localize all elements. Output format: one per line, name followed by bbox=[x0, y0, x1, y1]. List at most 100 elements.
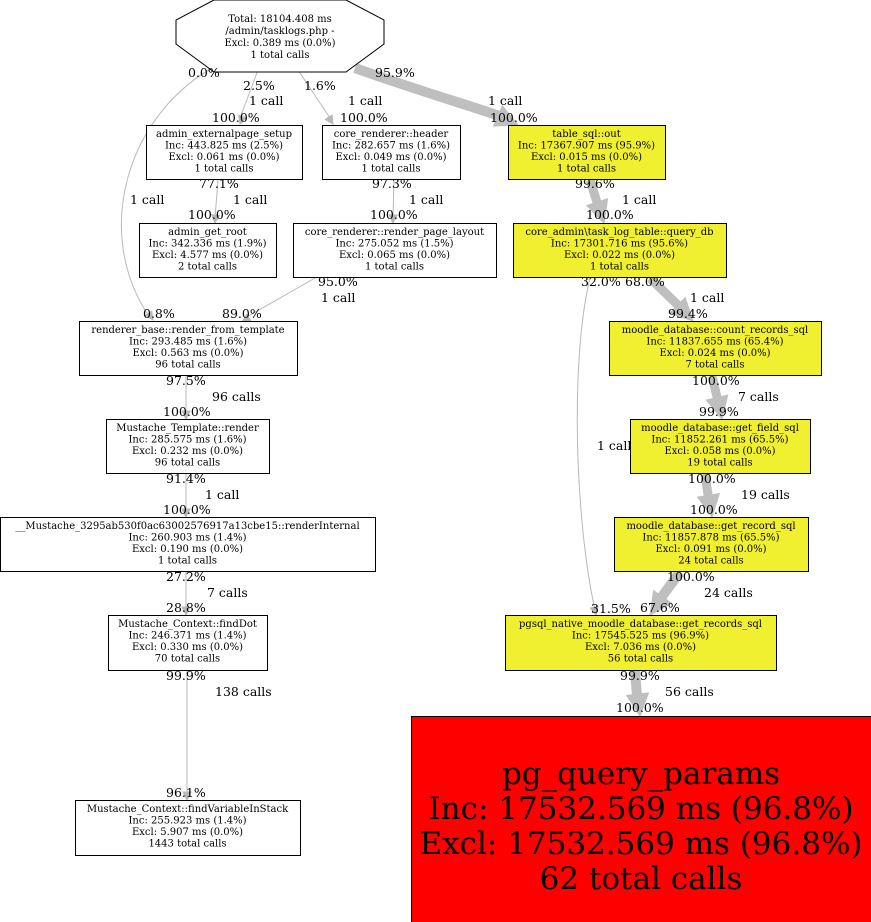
edge-calls-label: 24 calls bbox=[704, 585, 753, 600]
node-label-line: 2 total calls bbox=[178, 262, 237, 273]
node-pgsql[interactable]: pgsql_native_moodle_database::get_record… bbox=[505, 615, 777, 671]
edge-arrowhead bbox=[210, 214, 221, 225]
node-label-line: /admin/tasklogs.php - bbox=[225, 26, 334, 37]
edge-calls-label: 19 calls bbox=[741, 487, 790, 502]
edge-arrowhead bbox=[492, 105, 520, 127]
edge-arrowhead bbox=[181, 508, 191, 519]
node-label-line: pg_query_params bbox=[502, 756, 780, 792]
node-label-line: Excl: 0.024 ms (0.0%) bbox=[659, 348, 770, 359]
edge-calls-label: 1 call bbox=[409, 192, 443, 207]
node-box bbox=[146, 125, 303, 180]
edge-out-percent: 99.9% bbox=[166, 668, 206, 683]
edge-calls-label: 7 calls bbox=[207, 585, 248, 600]
node-box bbox=[75, 800, 301, 856]
node-label-line: Inc: 17545.525 ms (96.9%) bbox=[572, 631, 709, 642]
edge-calls-label: 1 call bbox=[321, 290, 355, 305]
edge-out-percent: 0.0% bbox=[188, 65, 220, 80]
edge-arrowhead bbox=[181, 606, 191, 617]
node-label-line: Excl: 17532.569 ms (96.8%) bbox=[419, 826, 862, 862]
edge-calls-label: 7 calls bbox=[738, 389, 779, 404]
edge-out-percent: 2.5% bbox=[243, 78, 275, 93]
edge-out-percent: 68.0% bbox=[625, 274, 665, 289]
node-render-tpl[interactable]: renderer_base::render_from_templateInc: … bbox=[79, 321, 298, 376]
node-label-line: 96 total calls bbox=[155, 360, 220, 371]
call-edge bbox=[120, 64, 219, 321]
node-label-line: Mustache_Context::findDot bbox=[118, 619, 257, 630]
edge-calls-label: 138 calls bbox=[215, 684, 272, 699]
node-find-var[interactable]: Mustache_Context::findVariableInStackInc… bbox=[75, 800, 301, 856]
node-label-line: Inc: 17532.569 ms (96.8%) bbox=[428, 791, 853, 827]
edge-in-percent: 100.0% bbox=[340, 110, 388, 125]
node-label-line: 1 total calls bbox=[365, 262, 424, 273]
edge-out-percent: 95.9% bbox=[375, 65, 415, 80]
node-box bbox=[106, 419, 270, 474]
node-query-db[interactable]: core_admin\task_log_table::query_dbInc: … bbox=[513, 223, 727, 278]
node-label-line: moodle_database::get_record_sql bbox=[626, 521, 795, 532]
node-label-line: 24 total calls bbox=[678, 556, 743, 567]
node-label-line: 1 total calls bbox=[361, 164, 420, 175]
edge-arrowhead bbox=[649, 589, 673, 616]
edge-line bbox=[297, 69, 331, 119]
node-label-line: 1443 total calls bbox=[148, 839, 226, 850]
call-edge bbox=[181, 572, 191, 617]
edge-in-percent: 100.0% bbox=[586, 207, 634, 222]
edge-calls-label: 56 calls bbox=[665, 684, 714, 699]
node-label-line: 1 total calls bbox=[250, 50, 309, 61]
edge-calls-label: 96 calls bbox=[212, 389, 261, 404]
call-edge bbox=[353, 63, 520, 127]
edge-out-percent: 95.0% bbox=[318, 274, 358, 289]
edge-calls-label: 1 call bbox=[130, 192, 164, 207]
call-edge bbox=[585, 178, 609, 225]
node-root[interactable]: Total: 18104.408 ms/admin/tasklogs.php -… bbox=[175, 0, 385, 73]
edge-arrowhead bbox=[705, 394, 729, 421]
node-label-line: Inc: 11852.261 ms (65.5%) bbox=[651, 435, 788, 446]
edge-arrowhead bbox=[388, 214, 399, 225]
node-label-line: Inc: 282.657 ms (1.6%) bbox=[332, 141, 450, 152]
node-box bbox=[630, 419, 811, 474]
node-label-line: core_renderer::header bbox=[334, 129, 449, 140]
node-label-line: pgsql_native_moodle_database::get_record… bbox=[519, 619, 762, 630]
node-label-line: Excl: 0.232 ms (0.0%) bbox=[132, 446, 243, 457]
node-label-line: Inc: 260.903 ms (1.4%) bbox=[128, 533, 246, 544]
node-label-line: Inc: 293.485 ms (1.6%) bbox=[129, 337, 247, 348]
node-label-line: 1 total calls bbox=[158, 556, 217, 567]
edge-out-percent: 27.2% bbox=[166, 569, 206, 584]
edge-in-percent: 100.0% bbox=[188, 207, 236, 222]
edge-arrowhead bbox=[696, 492, 721, 519]
node-label-line: Inc: 17367.907 ms (95.9%) bbox=[518, 141, 655, 152]
node-label-line: Excl: 0.061 ms (0.0%) bbox=[168, 152, 279, 163]
node-label-line: Excl: 0.015 ms (0.0%) bbox=[531, 152, 642, 163]
node-label-line: Inc: 246.371 ms (1.4%) bbox=[128, 631, 246, 642]
call-edge bbox=[649, 569, 685, 616]
node-label-line: 70 total calls bbox=[155, 654, 220, 665]
edge-in-percent: 100.0% bbox=[163, 404, 211, 419]
node-label-line: Inc: 11857.878 ms (65.5%) bbox=[642, 533, 779, 544]
node-label-line: Excl: 7.036 ms (0.0%) bbox=[585, 642, 696, 653]
edge-out-percent: 99.6% bbox=[575, 176, 615, 191]
edge-in-percent: 67.6% bbox=[640, 600, 680, 615]
node-box bbox=[609, 321, 822, 376]
edge-arrowhead bbox=[144, 310, 154, 321]
edge-in-percent: 96.1% bbox=[166, 785, 206, 800]
edge-arrowhead bbox=[181, 410, 191, 421]
edge-in-percent: 31.5% bbox=[591, 601, 631, 616]
node-label-line: Inc: 285.575 ms (1.6%) bbox=[128, 435, 246, 446]
node-mus-internal[interactable]: __Mustache_3295ab530f0ac63002576917a13cb… bbox=[0, 517, 376, 572]
edge-out-percent: 1.6% bbox=[304, 78, 336, 93]
edge-calls-label: 1 call bbox=[348, 93, 382, 108]
edge-line bbox=[214, 179, 219, 219]
edge-in-percent: 100.0% bbox=[690, 502, 738, 517]
node-label-line: Inc: 443.825 ms (2.5%) bbox=[165, 141, 283, 152]
node-label-line: 7 total calls bbox=[685, 360, 744, 371]
